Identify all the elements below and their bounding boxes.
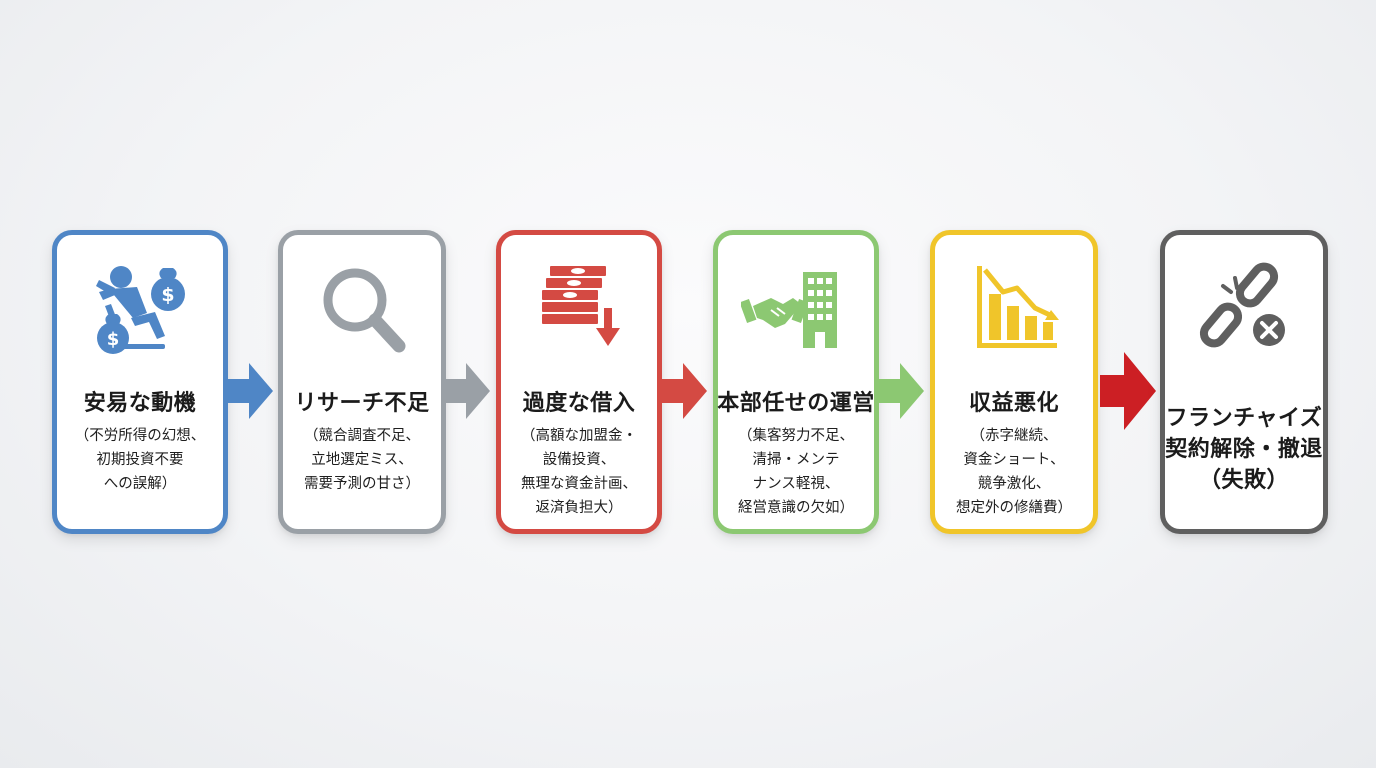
step-2-title: リサーチ不足 xyxy=(294,391,430,416)
arrow-right-icon xyxy=(878,363,924,419)
step-2-desc-line: （競合調査不足、 xyxy=(304,428,420,444)
step-5-desc-line: 想定外の修繕費） xyxy=(956,500,1072,516)
magnifying-glass-icon xyxy=(297,253,427,363)
step-4-desc-line: 清掃・メンテ xyxy=(752,452,840,468)
step-2-desc-line: 需要予測の甘さ） xyxy=(304,476,420,492)
svg-text:$: $ xyxy=(107,329,120,350)
step-6-title-line: フランチャイズ xyxy=(1165,406,1323,431)
arrow-right-icon xyxy=(444,363,490,419)
step-3-desc-line: 返済負担大） xyxy=(535,500,623,516)
relaxing-person-money-bags-icon: $ $ xyxy=(75,253,205,363)
step-4-desc-line: 経営意識の欠如） xyxy=(738,500,854,516)
step-1-desc-line: への誤解） xyxy=(103,476,177,492)
step-6-card: フランチャイズ 契約解除・撤退 （失敗） xyxy=(1160,230,1328,534)
step-4-desc-line: ナンス軽視、 xyxy=(752,476,840,492)
arrow-right-icon xyxy=(227,363,273,419)
step-6-title-line: （失敗） xyxy=(1198,468,1289,493)
money-stack-down-arrow-icon xyxy=(514,253,644,363)
step-5-description: （赤字継続、 資金ショート、 競争激化、 想定外の修繕費） xyxy=(956,424,1072,520)
step-1-description: （不労所得の幻想、 初期投資不要 への誤解） xyxy=(75,424,206,496)
svg-text:$: $ xyxy=(161,284,174,306)
step-5-desc-line: 競争激化、 xyxy=(977,476,1051,492)
step-3-desc-line: （高額な加盟金・ xyxy=(521,428,637,444)
step-6-title: フランチャイズ 契約解除・撤退 （失敗） xyxy=(1165,403,1323,496)
step-3-desc-line: 設備投資、 xyxy=(542,452,616,468)
step-2-description: （競合調査不足、 立地選定ミス、 需要予測の甘さ） xyxy=(304,424,420,496)
step-1-desc-line: （不労所得の幻想、 xyxy=(74,428,206,444)
step-1-title: 安易な動機 xyxy=(83,391,197,416)
step-5-title: 収益悪化 xyxy=(968,391,1059,416)
step-4-card: 本部任せの運営 （集客努力不足、 清掃・メンテ ナンス軽視、 経営意識の欠如） xyxy=(713,230,879,534)
broken-chain-icon xyxy=(1179,253,1309,363)
step-5-desc-line: （赤字継続、 xyxy=(970,428,1058,444)
declining-bar-chart-icon xyxy=(949,253,1079,363)
step-4-desc-line: （集客努力不足、 xyxy=(738,428,854,444)
step-4-title: 本部任せの運営 xyxy=(717,391,875,416)
step-3-card: 過度な借入 （高額な加盟金・ 設備投資、 無理な資金計画、 返済負担大） xyxy=(496,230,662,534)
step-1-desc-line: 初期投資不要 xyxy=(96,452,184,468)
step-2-card: リサーチ不足 （競合調査不足、 立地選定ミス、 需要予測の甘さ） xyxy=(278,230,446,534)
arrow-right-icon xyxy=(661,363,707,419)
step-3-title: 過度な借入 xyxy=(522,391,636,416)
step-3-description: （高額な加盟金・ 設備投資、 無理な資金計画、 返済負担大） xyxy=(521,424,637,520)
handshake-building-icon xyxy=(731,253,861,363)
step-5-card: 収益悪化 （赤字継続、 資金ショート、 競争激化、 想定外の修繕費） xyxy=(930,230,1098,534)
step-1-card: $ $ 安易な動機 （不労所得の幻想、 初期投資不要 への誤解） xyxy=(52,230,228,534)
step-3-desc-line: 無理な資金計画、 xyxy=(521,476,637,492)
step-6-title-line: 契約解除・撤退 xyxy=(1165,437,1323,462)
step-4-description: （集客努力不足、 清掃・メンテ ナンス軽視、 経営意識の欠如） xyxy=(738,424,854,520)
step-2-desc-line: 立地選定ミス、 xyxy=(311,452,413,468)
step-5-desc-line: 資金ショート、 xyxy=(963,452,1065,468)
arrow-right-icon xyxy=(1100,352,1156,430)
